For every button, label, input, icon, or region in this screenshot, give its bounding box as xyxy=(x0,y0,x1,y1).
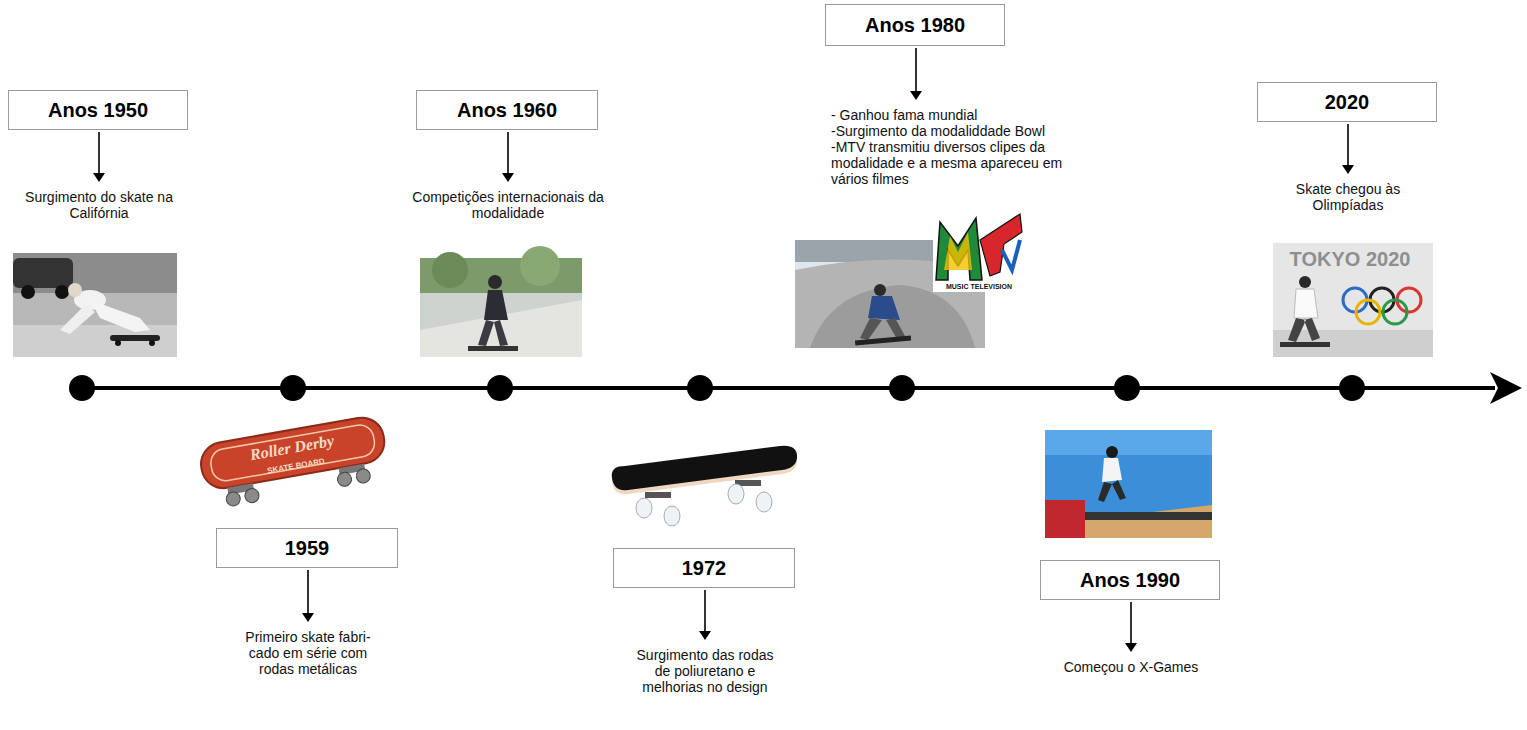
mtv-logo xyxy=(933,210,1025,292)
photo-tokyo-2020 xyxy=(1273,243,1433,357)
description-text: Primeiro skate fabri- cado em série com … xyxy=(233,629,383,677)
year-box: Anos 1950Surgimento do skate na Califórn… xyxy=(8,90,188,130)
year-heading: Anos 1990 xyxy=(1080,569,1180,592)
event-description: - Ganhou fama mundial-Surgimento da moda… xyxy=(831,107,1099,187)
event-description: Primeiro skate fabri- cado em série com … xyxy=(233,629,383,677)
description-text: -Surgimento da modaliddade Bowl xyxy=(831,123,1099,139)
year-heading: Anos 1950 xyxy=(48,99,148,122)
year-heading: Anos 1960 xyxy=(457,99,557,122)
leader-arrow xyxy=(498,132,518,182)
year-box: 1959Primeiro skate fabri- cado em série … xyxy=(216,528,398,568)
axis-arrowhead xyxy=(1490,372,1522,404)
leader-arrow xyxy=(695,590,715,640)
leader-arrow xyxy=(906,48,926,100)
event-description: Surgimento das rodas de poliuretano e me… xyxy=(630,647,780,695)
modern-skateboard xyxy=(612,446,797,526)
year-box: 1972Surgimento das rodas de poliuretano … xyxy=(613,548,795,588)
description-text: Competições internacionais da modalidade xyxy=(393,189,623,221)
year-box: Anos 1980- Ganhou fama mundial-Surgiment… xyxy=(825,4,1005,46)
leader-arrow xyxy=(89,132,109,182)
description-text: Surgimento do skate na Califórnia xyxy=(14,189,184,221)
image-text: TOKYO 2020 xyxy=(1290,248,1411,271)
year-box: Anos 1990Começou o X-Games xyxy=(1040,560,1220,600)
event-description: Competições internacionais da modalidade xyxy=(393,189,623,221)
year-box: 2020Skate chegou às Olimpíadas xyxy=(1257,82,1437,122)
image-text: MUSIC TELEVISION xyxy=(946,283,1012,290)
year-heading: Anos 1980 xyxy=(865,14,965,37)
leader-arrow xyxy=(1338,124,1358,174)
photo-1960 xyxy=(420,246,582,357)
year-box: Anos 1960Competições internacionais da m… xyxy=(416,90,598,130)
leader-arrow xyxy=(298,570,318,622)
photo-1990 xyxy=(1045,430,1212,538)
description-text: Surgimento das rodas de poliuretano e me… xyxy=(630,647,780,695)
year-heading: 2020 xyxy=(1325,91,1370,114)
photo-1950 xyxy=(13,253,177,357)
timeline-dots xyxy=(69,375,1365,401)
description-text: Skate chegou às Olimpíadas xyxy=(1263,181,1433,213)
event-description: Skate chegou às Olimpíadas xyxy=(1263,181,1433,213)
description-text: Começou o X-Games xyxy=(1036,659,1226,675)
roller-derby-board xyxy=(198,414,391,510)
description-text: -MTV transmitiu diversos clipes da modal… xyxy=(831,139,1099,187)
year-heading: 1972 xyxy=(682,557,727,580)
event-description: Começou o X-Games xyxy=(1036,659,1226,675)
event-description: Surgimento do skate na Califórnia xyxy=(14,189,184,221)
leader-arrow xyxy=(1121,602,1141,652)
description-text: - Ganhou fama mundial xyxy=(831,107,1099,123)
year-heading: 1959 xyxy=(285,537,330,560)
